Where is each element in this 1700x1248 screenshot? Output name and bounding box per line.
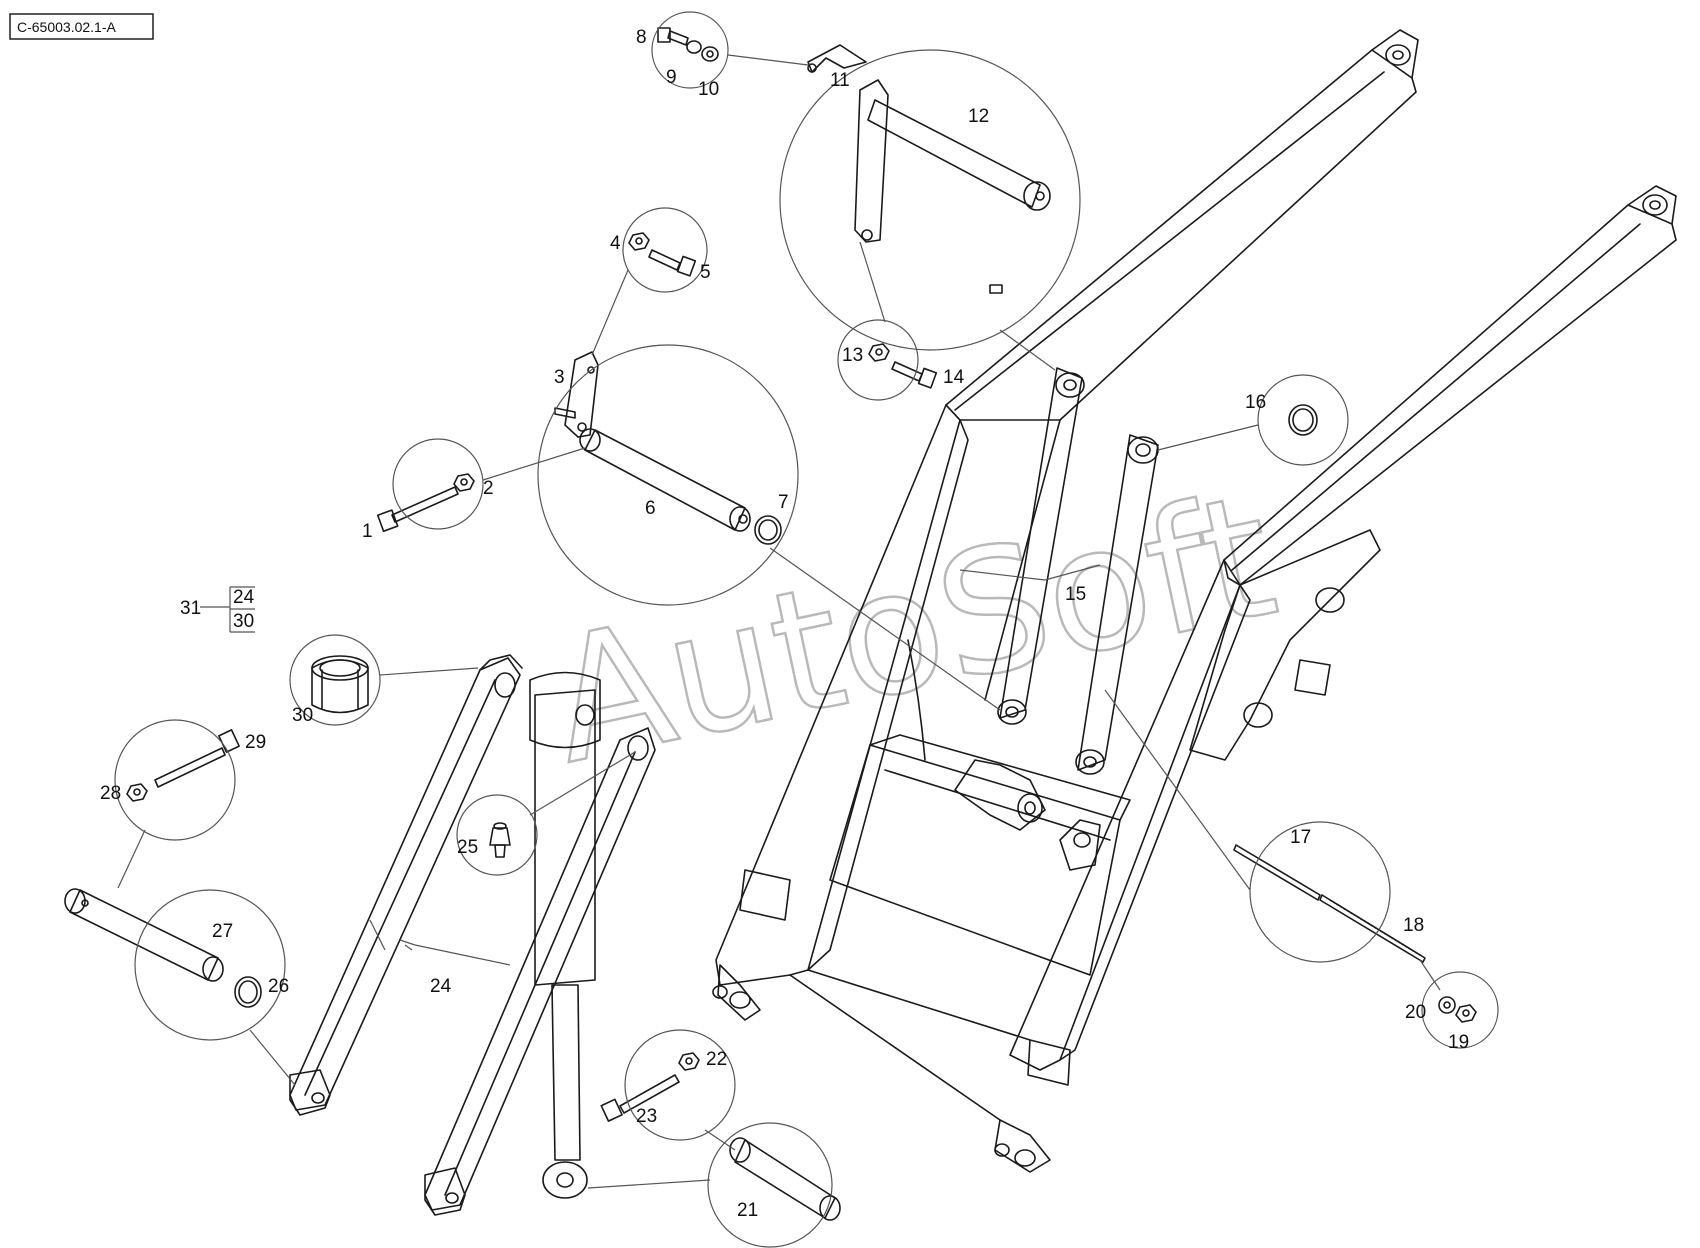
callout-label: 19	[1448, 1032, 1469, 1053]
callout-label: 30	[292, 705, 313, 726]
callout-label: 6	[645, 498, 656, 519]
callout-label: 2	[483, 478, 494, 499]
callout-label: 12	[968, 106, 989, 127]
nut-icon	[678, 1052, 700, 1071]
callout-label: 14	[943, 367, 965, 388]
pin-icon	[64, 888, 224, 982]
bushing-icon	[311, 655, 369, 714]
nut-icon	[628, 232, 650, 251]
callout-label: 13	[842, 345, 863, 366]
callout-label-31: 31	[180, 598, 201, 619]
nut-icon	[1455, 1004, 1477, 1023]
callout-labels: 1 2 3 4 5 6 7 8 9 10 11 12 13 14 15 16 1…	[100, 27, 1469, 1221]
circlip-icon	[234, 976, 262, 1008]
callout-label: 26	[268, 976, 289, 997]
hydraulic-cylinder-icon	[289, 654, 656, 1216]
nut-icon	[126, 783, 148, 802]
bolt-icon	[891, 361, 938, 389]
legend-item-30: 30	[233, 611, 254, 632]
bolt-icon	[657, 27, 689, 46]
pin-icon	[579, 428, 751, 532]
bolt-icon	[648, 249, 697, 277]
callout-label: 3	[554, 367, 565, 388]
callout-label: 4	[610, 233, 621, 254]
leader-lines	[117, 54, 1441, 1189]
callout-label: 28	[100, 783, 121, 804]
loader-arm-icon	[712, 29, 1677, 1173]
callout-label: 1	[362, 521, 373, 542]
washer-icon	[1438, 996, 1456, 1014]
callout-label: 11	[830, 70, 850, 91]
washer-icon	[701, 46, 719, 62]
bolt-icon	[154, 729, 240, 788]
callout-label: 15	[1065, 584, 1086, 605]
nut-icon	[868, 343, 890, 362]
callout-label: 18	[1403, 915, 1424, 936]
circlip-icon	[754, 515, 782, 545]
link-icon	[997, 367, 1159, 775]
bolt-icon	[600, 1074, 680, 1122]
callout-label: 9	[666, 67, 677, 88]
callout-label: 24	[430, 976, 452, 997]
document-id: C-65003.02.1-A	[17, 19, 117, 35]
callout-label: 29	[245, 732, 266, 753]
pin-icon	[729, 1137, 841, 1221]
legend-item-24: 24	[233, 587, 255, 608]
callout-label: 7	[778, 492, 789, 513]
callout-label: 5	[700, 262, 711, 283]
document-id-tag: C-65003.02.1-A	[9, 13, 154, 40]
nut-icon	[453, 473, 475, 492]
circlip-icon	[1288, 404, 1318, 436]
bolt-icon	[376, 486, 459, 532]
callout-label: 16	[1245, 392, 1266, 413]
callout-label: 27	[212, 921, 233, 942]
callout-label: 25	[457, 837, 478, 858]
grease-nipple-icon	[489, 822, 511, 858]
callout-label: 10	[698, 79, 719, 100]
callout-label: 22	[706, 1049, 727, 1070]
callout-label: 20	[1405, 1002, 1426, 1023]
callout-label: 21	[737, 1200, 758, 1221]
callout-label: 17	[1290, 827, 1311, 848]
callout-label: 8	[636, 27, 647, 48]
callout-circles	[114, 11, 1499, 1248]
callout-label: 23	[636, 1106, 657, 1127]
pin-icon	[554, 351, 599, 438]
pin-icon	[807, 44, 867, 73]
pin-icon	[1233, 844, 1426, 963]
pin-icon	[854, 79, 1051, 243]
washer-icon	[686, 40, 702, 54]
